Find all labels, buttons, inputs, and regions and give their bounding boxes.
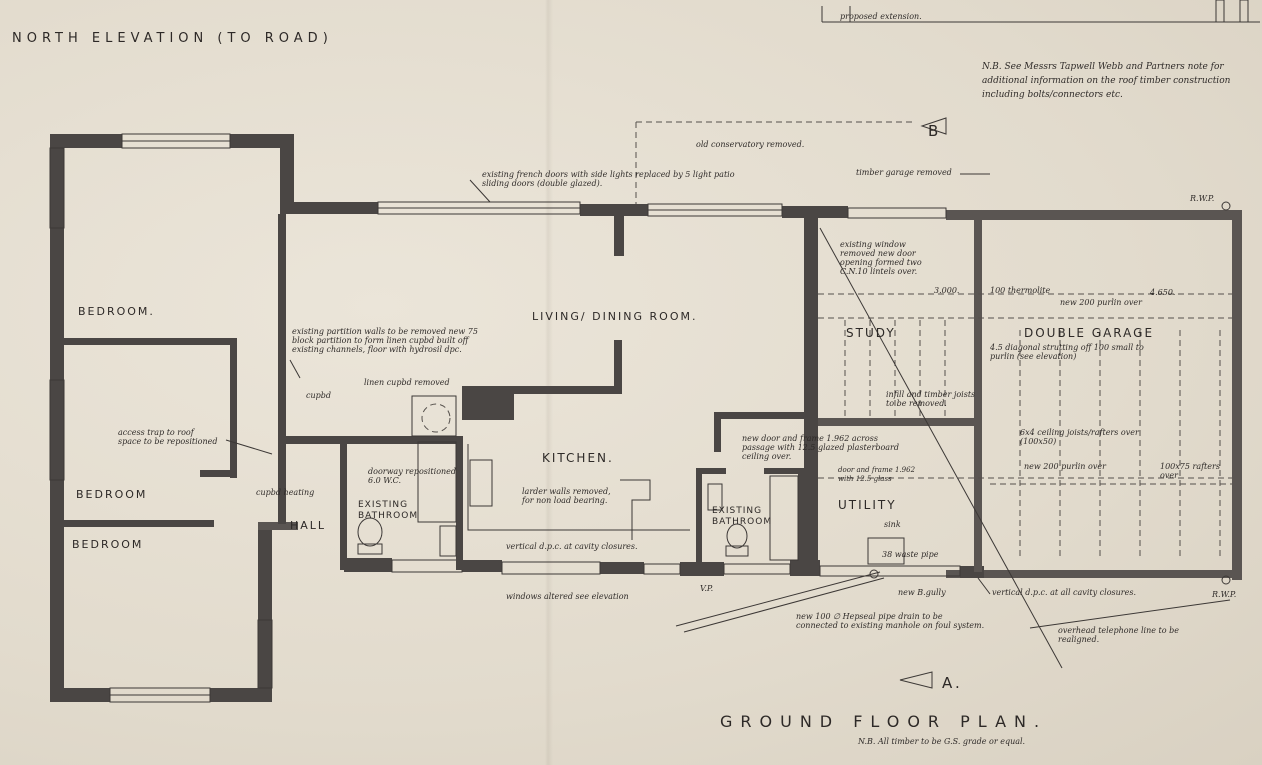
external-walls — [50, 134, 1242, 702]
note-diagonal-strutting: 4.5 diagonal strutting off 100 small to … — [990, 343, 1144, 361]
roof-timber-note: N.B. See Messrs Tapwell Webb and Partner… — [982, 62, 1231, 100]
note-garage-dpc: vertical d.p.c. at all cavity closures. — [992, 588, 1136, 597]
note-window-removed: existing window removed new door opening… — [840, 240, 922, 276]
note-telephone-line: overhead telephone line to be realigned. — [1058, 626, 1179, 644]
note-waste-pipe: 38 waste pipe — [882, 550, 939, 559]
note-door-frame-2: door and frame 1.962 with 12.5 glass — [838, 466, 916, 483]
internal-walls — [64, 210, 982, 572]
note-windows-altered: windows altered see elevation — [506, 592, 629, 601]
note-study-timber: infill and timber joists to be removed. — [886, 390, 976, 408]
note-existing-partition: existing partition walls to be removed n… — [292, 327, 478, 354]
room-utility: UTILITY — [838, 498, 897, 512]
note-rwp-top: R.W.P. — [1190, 194, 1215, 203]
room-existing-bathroom-1: EXISTING BATHROOM — [358, 500, 419, 521]
note-conservatory: old conservatory removed. — [696, 140, 805, 149]
leader-lines — [225, 173, 1231, 629]
note-new-door-frame: new door and frame 1.962 across passage … — [742, 434, 899, 461]
note-doorway-bathroom: doorway repositioned 6.0 W.C. — [368, 467, 457, 485]
note-purlin-mid: new 200 purlin over — [1024, 462, 1106, 471]
note-french-doors: existing french doors with side lights r… — [482, 170, 735, 188]
room-hall: HALL — [290, 519, 327, 532]
note-garage-removed: timber garage removed — [856, 168, 952, 177]
plan-title: GROUND FLOOR PLAN. — [720, 712, 1048, 731]
note-rafters-mid: 100x75 rafters over — [1160, 462, 1220, 480]
note-thermolite: 100 thermolite — [990, 286, 1051, 295]
fittings — [289, 359, 905, 565]
dim-study-width: 3.000. — [934, 286, 960, 295]
proposed-extension-label: proposed extension. — [840, 12, 922, 21]
scale-bar — [821, 0, 1260, 23]
note-drain-pipe: new 100 ∅ Hepseal pipe drain to be conne… — [796, 612, 985, 630]
note-ceiling-joists: 6x4 ceiling joists/rafters over (100x50) — [1020, 428, 1139, 446]
room-living-dining: LIVING/ DINING ROOM. — [532, 310, 698, 323]
section-b-marker: B — [928, 122, 942, 140]
note-cupbd-heating: cupbd heating — [256, 488, 315, 497]
note-access-trap: access trap to roof space to be repositi… — [118, 428, 218, 446]
section-lines — [675, 117, 1231, 689]
room-bedroom-3: BEDROOM — [72, 538, 144, 551]
note-purlin-top: new 200 purlin over — [1060, 298, 1142, 307]
section-a-marker: A. — [942, 674, 963, 692]
note-rwp-bottom: R.W.P. — [1212, 590, 1237, 599]
room-kitchen: KITCHEN. — [542, 451, 614, 465]
room-double-garage: DOUBLE GARAGE — [1024, 326, 1155, 340]
note-cupbd: cupbd — [306, 391, 331, 400]
note-vent-pipe: V.P. — [700, 584, 714, 593]
note-kitchen-dpc: vertical d.p.c. at cavity closures. — [506, 542, 638, 551]
roof-timbers — [818, 293, 1232, 560]
note-sink: sink — [884, 520, 901, 529]
room-existing-bathroom-2: EXISTING BATHROOM — [712, 506, 773, 527]
windows — [49, 133, 961, 703]
dim-garage-width: 4.650. — [1150, 288, 1176, 297]
note-larder: larder walls removed, for non load beari… — [522, 487, 611, 505]
room-study: STUDY — [846, 326, 896, 340]
plan-note: N.B. All timber to be G.S. grade or equa… — [858, 737, 1026, 746]
note-linen-cupbd: linen cupbd removed — [364, 378, 450, 387]
room-bedroom-2: BEDROOM — [76, 488, 148, 501]
note-new-gully: new B.gully — [898, 588, 946, 597]
room-bedroom-1: BEDROOM. — [78, 305, 155, 318]
elevation-title: NORTH ELEVATION (TO ROAD) — [12, 31, 333, 46]
